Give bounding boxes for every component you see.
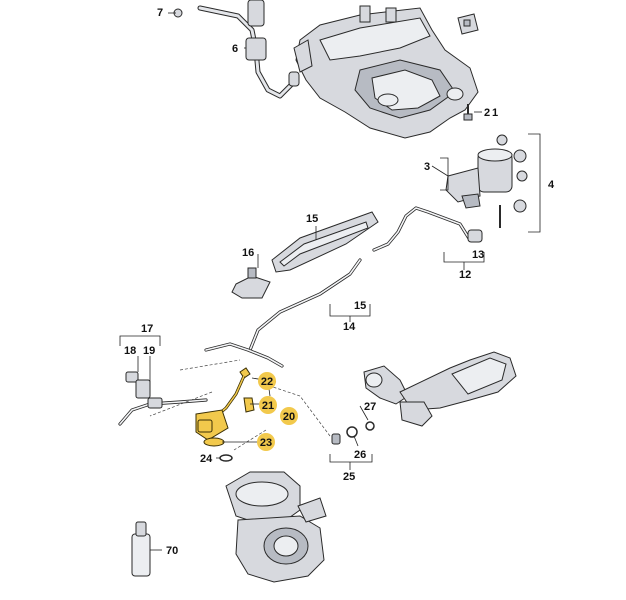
callout-26: 26	[354, 449, 366, 461]
callout-25: 25	[343, 471, 355, 483]
rail-cover-15	[271, 211, 379, 273]
callout-3: 3	[424, 161, 430, 173]
callout-22-badge	[258, 372, 276, 390]
callout-21: 21	[262, 400, 274, 412]
callout-23: 23	[260, 437, 272, 449]
callout-16: 16	[242, 247, 254, 259]
callout-6: 6	[232, 43, 238, 55]
callout-1: 1	[492, 107, 498, 119]
highlighted-sensor	[195, 367, 255, 447]
callout-15-bottom: 15	[354, 300, 366, 312]
callout-7: 7	[157, 7, 163, 19]
callout-20-badge	[280, 407, 298, 425]
pipe-group	[372, 206, 485, 263]
callout-13: 13	[472, 249, 484, 261]
particulate-filter	[225, 471, 327, 583]
tank-bracket	[457, 13, 479, 35]
callout-4-right: 4	[548, 179, 555, 191]
callout-labels: 1 2 3 4 6 7 12 13 14 15 15 16 17 18 19 2…	[124, 7, 555, 557]
catalytic-converter	[363, 351, 517, 431]
callout-2: 2	[484, 107, 490, 119]
callout-70: 70	[166, 545, 178, 557]
callout-15-top: 15	[306, 213, 318, 225]
bolt-2	[463, 104, 482, 121]
fuel-tank	[293, 5, 479, 139]
spray-can-70	[131, 521, 162, 577]
connection-lines	[149, 359, 331, 451]
callout-17: 17	[141, 323, 153, 335]
callout-24: 24	[200, 453, 213, 465]
callout-14: 14	[343, 321, 356, 333]
seal-ring-24	[219, 454, 233, 462]
lower-rail-14	[248, 258, 371, 352]
callout-22: 22	[261, 376, 273, 388]
callout-18: 18	[124, 345, 136, 357]
callout-21-badge	[259, 396, 277, 414]
callout-12: 12	[459, 269, 471, 281]
callout-19: 19	[143, 345, 155, 357]
sensor-bracket-16	[231, 267, 271, 299]
clamp-parts	[329, 426, 373, 463]
filler-pipe	[173, 0, 300, 99]
callout-27: 27	[364, 401, 376, 413]
callout-23-badge	[257, 433, 275, 451]
highlighted-callouts: 22 21 20 23	[257, 372, 298, 451]
pump-assembly	[440, 133, 541, 233]
callout-20: 20	[283, 411, 295, 423]
